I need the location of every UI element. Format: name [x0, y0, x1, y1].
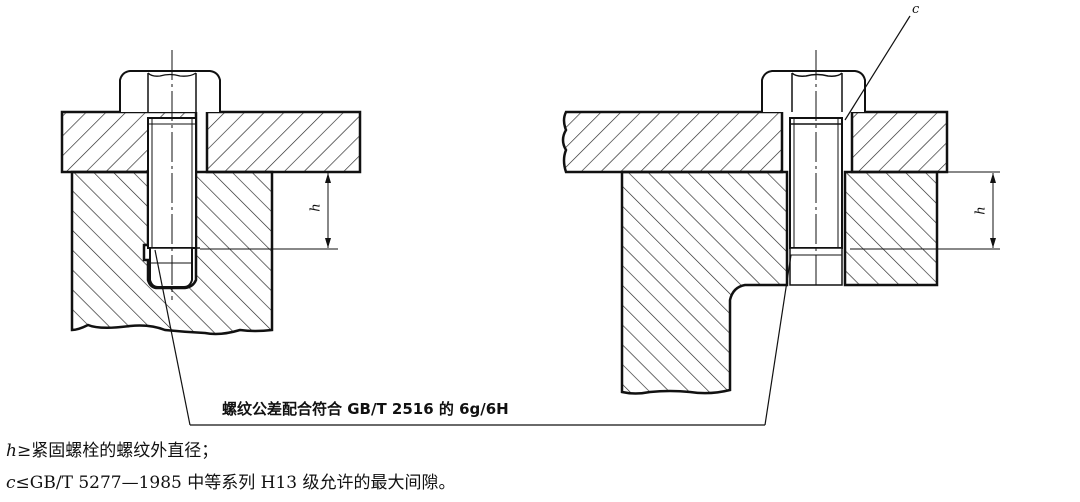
left-dimension-h-label: h — [308, 203, 324, 212]
note-h: h≥紧固螺栓的螺纹外直径； — [6, 436, 218, 461]
note-c: c≤GB/T 5277—1985 中等系列 H13 级允许的最大间隙。 — [6, 468, 456, 493]
thread-tolerance-callout: 螺纹公差配合符合 GB/T 2516 的 6g/6H — [222, 400, 509, 418]
right-assembly — [561, 15, 1000, 395]
thread-tolerance-leader — [154, 249, 792, 426]
note-h-symbol: h — [6, 441, 17, 461]
note-c-text: ≤GB/T 5277—1985 中等系列 H13 级允许的最大间隙。 — [15, 473, 456, 493]
right-dimension-h-label: h — [973, 206, 989, 215]
note-h-text: ≥紧固螺栓的螺纹外直径； — [16, 441, 219, 461]
note-c-symbol: c — [6, 473, 16, 493]
left-assembly — [60, 50, 362, 336]
clearance-c-label: c — [912, 2, 920, 17]
